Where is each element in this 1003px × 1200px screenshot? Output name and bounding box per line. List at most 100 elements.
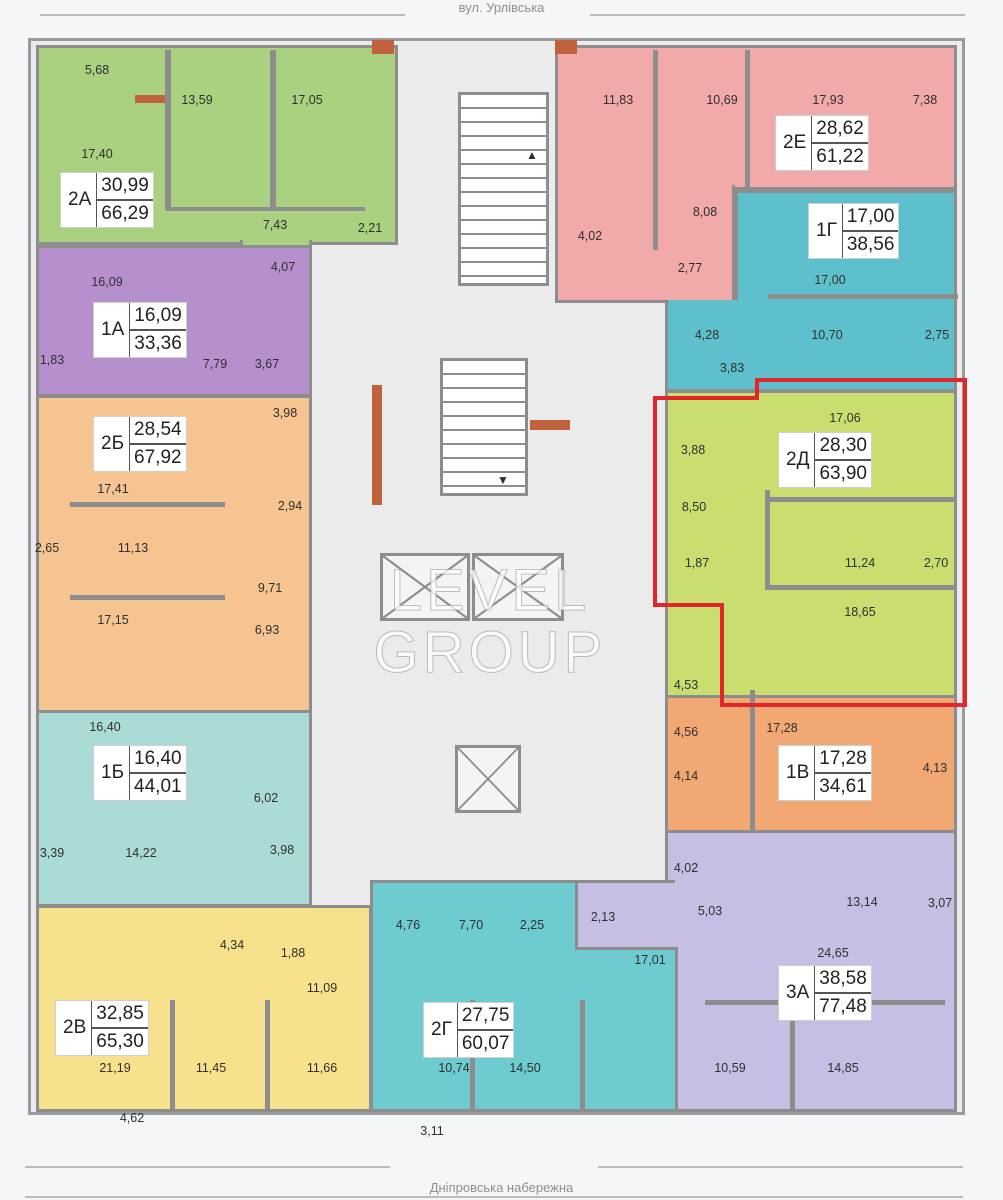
room-area: 17,28 [766, 721, 798, 735]
living-area: 17,28 [815, 746, 871, 774]
staircase-down [440, 358, 528, 496]
room-area: 17,41 [97, 482, 129, 496]
room-area: 16,09 [91, 275, 123, 289]
room-area: 4,02 [577, 229, 603, 243]
room-area: 21,19 [99, 1061, 131, 1075]
room-area: 2,65 [34, 541, 60, 555]
total-area: 66,29 [101, 203, 149, 224]
total-area: 44,01 [134, 776, 182, 797]
living-area: 38,58 [815, 966, 871, 994]
room-area: 11,24 [844, 556, 876, 570]
street-line [25, 1196, 963, 1198]
room-area: 2,77 [677, 261, 703, 275]
total-area: 63,90 [819, 463, 867, 484]
arrow-up-icon: ▲ [526, 148, 538, 162]
room-area: 3,83 [719, 361, 745, 375]
room-area: 1,87 [684, 556, 710, 570]
room-area: 2,70 [923, 556, 949, 570]
room-area: 7,70 [458, 918, 484, 932]
room-area: 16,40 [89, 720, 121, 734]
apartment-1B[interactable] [36, 710, 312, 907]
room-area: 2,94 [277, 499, 303, 513]
arrow-down-icon: ▼ [497, 473, 509, 487]
room-area: 11,09 [306, 981, 338, 995]
street-line [590, 14, 965, 16]
living-area: 28,62 [812, 116, 868, 144]
street-line [40, 14, 405, 16]
street-line [598, 1166, 963, 1168]
room-area: 3,67 [254, 357, 280, 371]
elevator-icon [455, 745, 521, 813]
room-area: 6,02 [253, 791, 279, 805]
street-name-top: вул. Урлівська [458, 0, 545, 15]
room-area: 3,98 [269, 843, 295, 857]
room-area: 3,88 [680, 443, 706, 457]
total-area: 33,36 [134, 333, 182, 354]
street-line [25, 1166, 390, 1168]
living-area: 28,30 [815, 433, 871, 461]
room-area: 4,62 [119, 1111, 145, 1125]
room-area: 1,88 [280, 946, 306, 960]
room-area: 17,40 [81, 147, 113, 161]
room-area: 17,93 [812, 93, 844, 107]
room-area: 10,74 [438, 1061, 470, 1075]
room-area: 8,50 [681, 500, 707, 514]
living-area: 16,09 [130, 303, 186, 331]
room-area: 17,01 [634, 953, 666, 967]
room-area: 5,68 [84, 63, 110, 77]
room-area: 3,07 [927, 896, 953, 910]
living-area: 17,00 [842, 204, 899, 232]
room-area: 3,11 [420, 1124, 444, 1138]
total-area: 65,30 [96, 1031, 144, 1052]
room-area: 2,21 [357, 221, 383, 235]
total-area: 61,22 [816, 146, 864, 167]
room-area: 10,69 [706, 93, 738, 107]
total-area: 67,92 [134, 447, 182, 468]
room-area: 4,53 [673, 678, 699, 692]
room-area: 13,14 [846, 895, 878, 909]
room-area: 8,08 [692, 205, 718, 219]
room-area: 11,83 [602, 93, 634, 107]
room-area: 4,13 [922, 761, 948, 775]
room-area: 24,65 [817, 946, 849, 960]
room-area: 11,66 [306, 1061, 338, 1075]
elevator-icon [472, 553, 564, 621]
room-area: 4,28 [694, 328, 720, 342]
room-area: 14,22 [125, 846, 157, 860]
room-area: 7,43 [262, 218, 288, 232]
total-area: 34,61 [819, 776, 867, 797]
room-area: 9,71 [257, 581, 283, 595]
total-area: 77,48 [819, 996, 867, 1017]
room-area: 17,06 [829, 411, 861, 425]
staircase-up [458, 92, 549, 286]
room-area: 17,00 [814, 273, 846, 287]
room-area: 2,13 [590, 910, 616, 924]
room-area: 3,39 [39, 846, 65, 860]
room-area: 13,59 [181, 93, 213, 107]
room-area: 11,45 [195, 1061, 227, 1075]
elevator-icon [380, 553, 470, 621]
total-area: 60,07 [461, 1033, 510, 1054]
room-area: 2,75 [924, 328, 950, 342]
room-area: 4,76 [395, 918, 421, 932]
room-area: 14,85 [827, 1061, 859, 1075]
room-area: 4,07 [270, 260, 296, 274]
living-area: 27,75 [457, 1003, 514, 1031]
room-area: 4,34 [219, 938, 245, 952]
room-area: 1,83 [39, 353, 65, 367]
room-area: 10,70 [811, 328, 843, 342]
room-area: 2,25 [519, 918, 545, 932]
room-area: 3,98 [272, 406, 298, 420]
living-area: 28,54 [130, 417, 186, 445]
room-area: 4,02 [673, 861, 699, 875]
room-area: 7,38 [912, 93, 938, 107]
